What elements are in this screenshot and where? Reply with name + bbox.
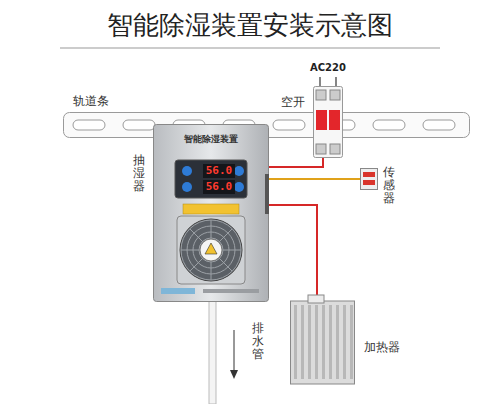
wire-connector	[269, 158, 323, 167]
shape-part	[205, 243, 217, 254]
shape-outline	[290, 295, 355, 385]
shape-part	[329, 110, 340, 130]
shape-part	[343, 305, 346, 379]
sensor-label: 传感器	[383, 166, 395, 206]
shape-part	[154, 125, 269, 302]
shape-part	[265, 174, 269, 214]
rail-label: 轨道条	[73, 93, 109, 110]
diagram-title: 智能除湿装置安装示意图	[107, 8, 393, 43]
sensor-module: 传感器	[360, 168, 378, 190]
shape-part	[308, 295, 324, 303]
shape-part	[177, 216, 245, 284]
shape-part	[316, 110, 327, 130]
unit-label: 抽湿器	[133, 154, 145, 194]
breaker-label: 空开	[281, 94, 305, 111]
shape-outline	[313, 86, 343, 158]
flow-arrow	[234, 330, 235, 372]
shape-part	[423, 120, 455, 130]
heater-block: 加热器	[290, 295, 355, 385]
shape-part	[73, 120, 105, 130]
shape-outline	[153, 124, 269, 302]
shape-part	[180, 219, 242, 281]
supply-label: AC220	[310, 62, 346, 73]
dehumidifier-unit: 抽湿器智能除湿装置56.056.0	[153, 124, 269, 302]
shape-part	[373, 120, 405, 130]
pipe-label: 排水管	[252, 322, 264, 362]
shape-part	[361, 169, 378, 190]
shape-part	[182, 166, 192, 176]
readout-value: 56.0	[203, 180, 235, 194]
shape-part	[350, 305, 353, 379]
readout-display: 56.0	[203, 164, 235, 178]
shape-part	[183, 204, 239, 214]
readout-value: 56.0	[203, 164, 235, 178]
shape-part	[291, 301, 355, 384]
readout-display: 56.0	[203, 180, 235, 194]
shape-part	[336, 305, 339, 379]
shape-part	[294, 305, 297, 379]
unit-nameplate: 智能除湿装置	[153, 133, 269, 146]
shape-part	[308, 305, 311, 379]
title-rule	[60, 48, 440, 49]
shape-outline	[360, 168, 378, 190]
shape-part	[203, 289, 259, 293]
shape-part	[330, 144, 340, 154]
shape-part	[330, 90, 340, 100]
shape-part	[181, 220, 241, 280]
flow-arrowhead	[230, 370, 238, 379]
drain-pipe	[209, 300, 216, 404]
shape-part	[175, 160, 247, 198]
shape-part	[316, 90, 326, 100]
shape-part	[234, 166, 244, 176]
shape-part	[273, 120, 305, 130]
shape-part	[329, 305, 332, 379]
shape-part	[123, 120, 155, 130]
circuit-breaker: 空开AC220	[313, 86, 343, 158]
shape-part	[234, 182, 244, 192]
shape-part	[322, 305, 325, 379]
wire-connector	[269, 178, 360, 180]
heater-label: 加热器	[364, 339, 400, 356]
shape-part	[316, 144, 326, 154]
shape-part	[161, 288, 195, 294]
shape-part	[301, 305, 304, 379]
shape-part	[363, 180, 375, 185]
shape-part	[314, 87, 343, 158]
shape-part	[363, 172, 375, 177]
wire-connector	[269, 205, 317, 295]
shape-part	[200, 239, 222, 261]
shape-part	[315, 305, 318, 379]
shape-part	[182, 182, 192, 192]
